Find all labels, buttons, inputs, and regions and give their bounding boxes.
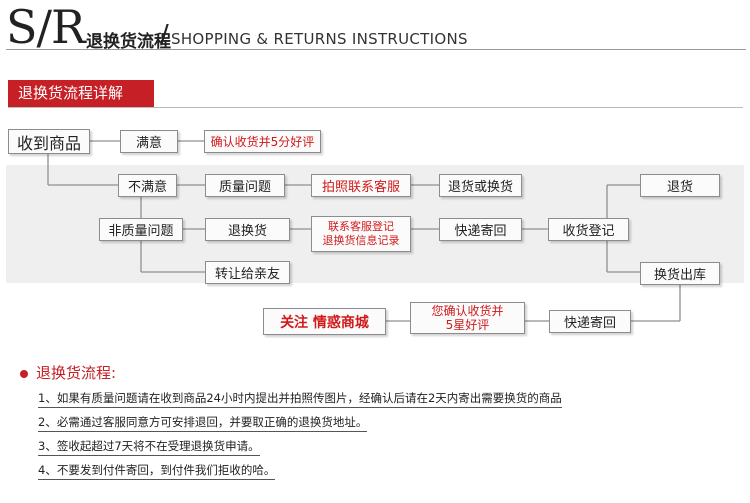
- node-non-quality-issue: 非质量问题: [99, 218, 183, 241]
- node-transfer-friends: 转让给亲友: [205, 261, 290, 284]
- policy-item: 1、如果有质量问题请在收到商品24小时内提出并拍照传图片，经确认后请在2天内寄出…: [38, 390, 562, 408]
- bullet-dot: [20, 370, 28, 378]
- node-receive-register: 收货登记: [548, 218, 629, 241]
- header-divider: [6, 49, 746, 50]
- banner-divider: [8, 107, 743, 108]
- node-confirm-5star-line2: 5星好评: [445, 318, 490, 332]
- node-exchange-ship: 换货出库: [640, 262, 720, 285]
- node-confirm-review: 确认收货并5分好评: [204, 130, 321, 153]
- section-banner: 退换货流程详解: [8, 80, 154, 107]
- node-confirm-5star: 您确认收货并 5星好评: [410, 302, 525, 334]
- node-photo-contact: 拍照联系客服: [311, 174, 411, 197]
- policy-item: 3、签收起超过7天将不在受理退换货申请。: [38, 438, 260, 456]
- node-refund: 退货: [640, 174, 720, 197]
- policy-item: 2、必需通过客服同意方可安排退回，并要取正确的退换货地址。: [38, 414, 368, 432]
- node-contact-register-line1: 联系客服登记: [328, 220, 394, 233]
- policy-title: 退换货流程:: [36, 364, 117, 382]
- header-title-cn: 退换货流程: [86, 32, 171, 52]
- header-slash: /: [160, 20, 169, 50]
- node-follow-store: 关注 情惑商城: [263, 308, 386, 335]
- node-confirm-5star-line1: 您确认收货并: [431, 304, 504, 318]
- node-contact-register-line2: 退换货信息记录: [322, 234, 400, 247]
- policy-item: 4、不要发到付件寄回，到付件我们拒收的哈。: [38, 462, 276, 480]
- node-unsatisfied: 不满意: [118, 174, 177, 197]
- node-return-or-exchange: 退货或换货: [439, 174, 522, 197]
- logo-sr: S/R: [6, 0, 86, 54]
- node-express-return-1: 快递寄回: [439, 218, 522, 241]
- header-title-en: SHOPPING & RETURNS INSTRUCTIONS: [171, 30, 468, 48]
- node-quality-issue: 质量问题: [205, 174, 285, 197]
- node-contact-register: 联系客服登记 退换货信息记录: [311, 216, 411, 252]
- node-receive-goods: 收到商品: [8, 129, 90, 154]
- node-satisfied: 满意: [120, 130, 178, 153]
- node-return-exchange: 退换货: [205, 218, 290, 241]
- node-express-return-2: 快递寄回: [549, 310, 631, 333]
